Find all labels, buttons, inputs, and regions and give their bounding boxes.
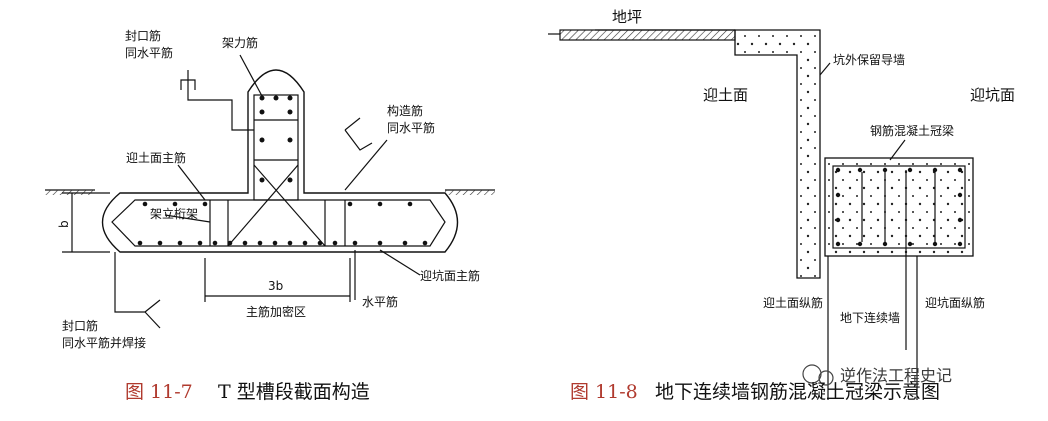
label-structural-bar: 构造筋 (387, 103, 423, 118)
watermark: 逆作法工程史记 (802, 364, 952, 386)
label-frame-support: 架立桁架 (150, 206, 198, 221)
caption-right-text: 地下连续墙钢筋混凝土冠梁示意图 (655, 381, 940, 403)
right-labels: 地坪 坑外保留导墙 迎土面 迎坑面 钢筋混凝土冠梁 迎土面纵筋 地下连续墙 迎坑… (612, 8, 1015, 325)
t-wall-outline (102, 69, 459, 253)
label-pit-face: 迎坑面 (970, 86, 1015, 104)
caption-left: 图 11-7 T 型槽段截面构造 (125, 381, 370, 403)
label-seal-top-2: 同水平筋 (125, 45, 173, 60)
caption-right-number: 图 11-8 (570, 381, 638, 403)
seal-hook-top (180, 70, 254, 131)
label-seal-top: 封口筋 (125, 28, 161, 43)
rebar-dots (137, 95, 428, 246)
label-horizontal-bar: 水平筋 (362, 294, 398, 309)
t-section-diagram (45, 54, 495, 329)
crown-beam-diagram (548, 29, 974, 400)
label-diaphragm-wall: 地下连续墙 (840, 310, 900, 325)
label-ground: 地坪 (612, 8, 642, 26)
label-pit-face-main: 迎坑面主筋 (420, 268, 480, 283)
label-seal-bottom-2: 同水平筋并焊接 (62, 335, 146, 350)
label-soil-face-main: 迎土面主筋 (126, 150, 186, 165)
watermark-text: 逆作法工程史记 (840, 366, 952, 385)
crown-beam (824, 157, 974, 257)
caption-right: 图 11-8 地下连续墙钢筋混凝土冠梁示意图 (570, 381, 940, 403)
label-dense-zone: 主筋加密区 (246, 304, 306, 319)
cage-stem (253, 94, 299, 201)
label-soil-face-bar: 迎土面纵筋 (763, 295, 823, 310)
label-frame-bar: 架力筋 (222, 35, 258, 50)
label-seal-bottom: 封口筋 (62, 318, 98, 333)
caption-left-text: T 型槽段截面构造 (218, 381, 370, 403)
guide-wall (734, 29, 821, 279)
label-b: b (57, 220, 71, 228)
left-labels: 封口筋 同水平筋 架力筋 构造筋 同水平筋 迎土面主筋 架立桁架 b 3b 主筋… (57, 28, 480, 350)
seal-hook-bottom (114, 252, 161, 329)
label-pit-face-bar: 迎坑面纵筋 (925, 295, 985, 310)
caption-left-number: 图 11-7 (125, 381, 193, 403)
label-crown-beam: 钢筋混凝土冠梁 (870, 123, 954, 138)
label-structural-bar-2: 同水平筋 (387, 120, 435, 135)
seal-hook-right (344, 117, 373, 151)
cage-horizontal (111, 199, 446, 247)
label-guide-wall: 坑外保留导墙 (833, 52, 905, 67)
label-3b: 3b (268, 279, 283, 293)
label-soil-face: 迎土面 (703, 86, 748, 104)
